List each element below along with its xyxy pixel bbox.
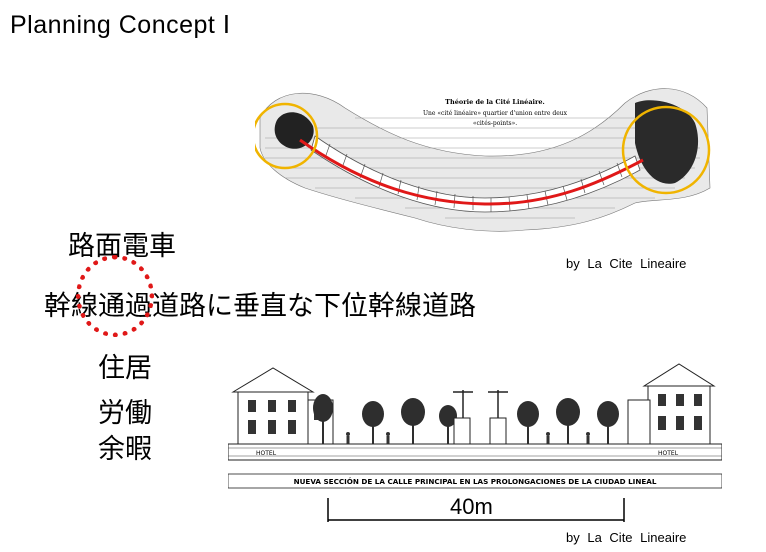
hotel-right-label: HOTEL xyxy=(658,450,679,457)
illustration-caption-3: «cités-points». xyxy=(473,120,517,127)
life-item-housing: 住居 xyxy=(98,353,152,384)
hotel-left-label: HOTEL xyxy=(256,450,277,457)
scale-label: 40m xyxy=(450,494,493,519)
dotted-highlight-circle xyxy=(76,255,154,337)
life-item-leisure: 余暇 xyxy=(98,434,152,465)
street-section-credit: by La Cite Lineaire xyxy=(566,530,687,545)
illustration-caption-1: Théorie de la Cité Linéaire. xyxy=(445,98,545,106)
scale-bar xyxy=(327,498,625,522)
life-item-work: 労働 xyxy=(98,398,152,429)
page-title: Planning Concept Ⅰ xyxy=(10,11,231,39)
illustration-credit: by La Cite Lineaire xyxy=(566,256,687,271)
street-section-illustration: HOTEL HOTEL NUEVA SECCIÓN DE LA CALLE PR… xyxy=(228,363,722,489)
illustration-caption-2: Une «cité linéaire» quartier d'union ent… xyxy=(423,110,568,117)
linear-city-illustration: Théorie de la Cité Linéaire. Une «cité l… xyxy=(255,88,711,232)
street-section-caption: NUEVA SECCIÓN DE LA CALLE PRINCIPAL EN L… xyxy=(294,477,657,486)
